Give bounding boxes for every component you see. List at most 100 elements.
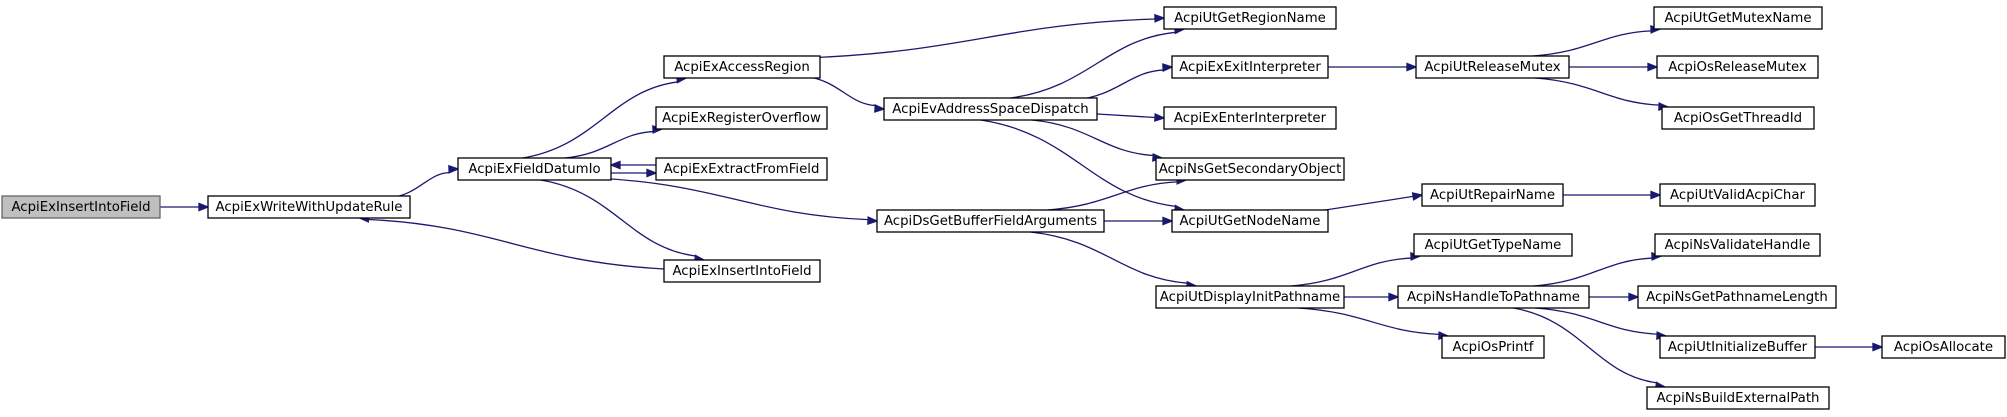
function-node-label: AcpiExFieldDatumIo xyxy=(468,162,600,177)
function-node-label: AcpiExRegisterOverflow xyxy=(662,111,821,126)
function-node[interactable]: AcpiUtGetRegionName xyxy=(1163,6,1337,30)
call-edge xyxy=(1534,77,1670,111)
function-node[interactable]: AcpiNsBuildExternalPath xyxy=(1646,386,1830,410)
function-node-label: AcpiUtReleaseMutex xyxy=(1424,60,1560,75)
function-node[interactable]: AcpiNsValidateHandle xyxy=(1654,233,1821,257)
arrowhead-icon xyxy=(1162,216,1174,226)
function-node[interactable]: AcpiExAccessRegion xyxy=(663,55,821,79)
function-node[interactable]: AcpiUtDisplayInitPathname xyxy=(1155,285,1345,309)
function-node-label: AcpiExEnterInterpreter xyxy=(1174,111,1327,126)
function-node[interactable]: AcpiUtReleaseMutex xyxy=(1415,55,1570,79)
function-node[interactable]: AcpiOsPrintf xyxy=(1441,335,1545,359)
function-node-box xyxy=(1163,6,1337,30)
call-edge xyxy=(1030,231,1198,290)
function-node-label: AcpiExExtractFromField xyxy=(664,162,820,177)
function-node-box xyxy=(1155,157,1345,181)
function-node-label: AcpiOsAllocate xyxy=(1894,340,1993,355)
root-function-node: AcpiExInsertIntoField xyxy=(1,195,161,219)
function-node-label: AcpiExWriteWithUpdateRule xyxy=(216,200,403,215)
call-edge xyxy=(804,13,1166,59)
function-node[interactable]: AcpiNsGetSecondaryObject xyxy=(1155,157,1345,181)
call-edge-line xyxy=(1047,181,1178,211)
function-node-label: AcpiOsPrintf xyxy=(1453,340,1534,355)
function-node[interactable]: AcpiExRegisterOverflow xyxy=(655,106,828,130)
function-node[interactable]: AcpiExWriteWithUpdateRule xyxy=(207,195,411,219)
function-node[interactable]: AcpiOsReleaseMutex xyxy=(1656,55,1819,79)
function-node[interactable]: AcpiExEnterInterpreter xyxy=(1163,106,1337,130)
call-edge-line xyxy=(804,18,1156,59)
function-node[interactable]: AcpiUtInitializeBuffer xyxy=(1659,335,1816,359)
function-node-box xyxy=(1155,285,1345,309)
call-edge xyxy=(1290,252,1422,287)
function-node-box xyxy=(1654,233,1821,257)
function-node-box xyxy=(1881,335,2006,359)
function-node[interactable]: AcpiUtGetMutexName xyxy=(1653,6,1823,30)
function-node[interactable]: AcpiOsAllocate xyxy=(1881,335,2006,359)
call-edge-line xyxy=(1312,195,1414,213)
call-edge-line xyxy=(980,119,1176,208)
function-node[interactable]: AcpiEvAddressSpaceDispatch xyxy=(883,97,1098,121)
call-edge xyxy=(1569,62,1659,72)
call-nodes: AcpiExInsertIntoField AcpiExWriteWithUpda… xyxy=(1,6,2006,410)
arrowhead-icon xyxy=(609,160,621,170)
arrowhead-icon xyxy=(874,104,886,113)
arrowhead-icon xyxy=(1411,192,1424,201)
function-node[interactable]: AcpiExExitInterpreter xyxy=(1171,55,1329,79)
function-node[interactable]: AcpiExExtractFromField xyxy=(655,157,828,181)
function-node-label: AcpiOsGetThreadId xyxy=(1674,111,1802,126)
arrowhead-icon xyxy=(646,168,658,178)
call-edge-line xyxy=(1297,307,1440,335)
function-node-label: AcpiUtGetRegionName xyxy=(1174,11,1326,26)
function-node-box xyxy=(663,55,821,79)
function-node[interactable]: AcpiNsGetPathnameLength xyxy=(1637,285,1837,309)
call-edge xyxy=(357,214,665,270)
function-node[interactable]: AcpiOsGetThreadId xyxy=(1661,106,1815,130)
function-node[interactable]: AcpiUtGetNodeName xyxy=(1171,209,1329,233)
arrowhead-icon xyxy=(1154,112,1166,122)
function-node-label: AcpiExInsertIntoField xyxy=(672,264,811,279)
function-node[interactable]: AcpiDsGetBufferFieldArguments xyxy=(876,209,1105,233)
function-node-box xyxy=(1413,233,1573,257)
call-edge xyxy=(595,177,879,226)
call-edge xyxy=(160,202,210,212)
function-node[interactable]: AcpiExInsertIntoField xyxy=(663,259,821,283)
function-node-box xyxy=(1171,209,1329,233)
call-edge xyxy=(609,160,656,170)
arrowhead-icon xyxy=(867,216,879,226)
function-node-box xyxy=(1441,335,1545,359)
call-edge-line xyxy=(564,130,654,159)
function-node-label: AcpiUtGetTypeName xyxy=(1425,238,1562,253)
function-node[interactable]: AcpiUtRepairName xyxy=(1421,183,1564,207)
function-node-box xyxy=(1421,183,1564,207)
function-node-label: AcpiUtInitializeBuffer xyxy=(1668,340,1808,355)
function-node-box xyxy=(655,157,828,181)
function-node[interactable]: AcpiUtValidAcpiChar xyxy=(1659,183,1816,207)
function-node[interactable]: AcpiNsHandleToPathname xyxy=(1397,285,1590,309)
function-node-label: AcpiUtRepairName xyxy=(1430,188,1555,203)
call-edge xyxy=(1328,62,1418,72)
function-node-box xyxy=(1661,106,1815,130)
function-node[interactable]: AcpiExFieldDatumIo xyxy=(457,157,612,181)
call-edge xyxy=(1075,63,1174,101)
call-edge xyxy=(1104,216,1174,226)
function-node-box xyxy=(1659,335,1816,359)
arrowhead-icon xyxy=(448,164,460,174)
function-node-box xyxy=(655,106,828,130)
function-node-label: AcpiNsBuildExternalPath xyxy=(1657,391,1820,406)
arrowhead-icon xyxy=(1650,190,1662,200)
call-edge-line xyxy=(595,177,869,221)
arrowhead-icon xyxy=(198,202,210,212)
call-edge-line xyxy=(1010,31,1176,99)
call-edge xyxy=(1533,252,1663,287)
call-edge xyxy=(1010,25,1186,99)
call-edge xyxy=(389,164,460,199)
call-edge-line xyxy=(1535,307,1658,335)
call-edges xyxy=(160,13,1884,391)
call-edge xyxy=(611,168,658,178)
call-edge xyxy=(1535,307,1668,340)
call-edge xyxy=(540,179,706,264)
function-node-label: AcpiNsValidateHandle xyxy=(1665,238,1811,253)
function-node[interactable]: AcpiUtGetTypeName xyxy=(1413,233,1573,257)
call-edge-line xyxy=(522,81,678,159)
